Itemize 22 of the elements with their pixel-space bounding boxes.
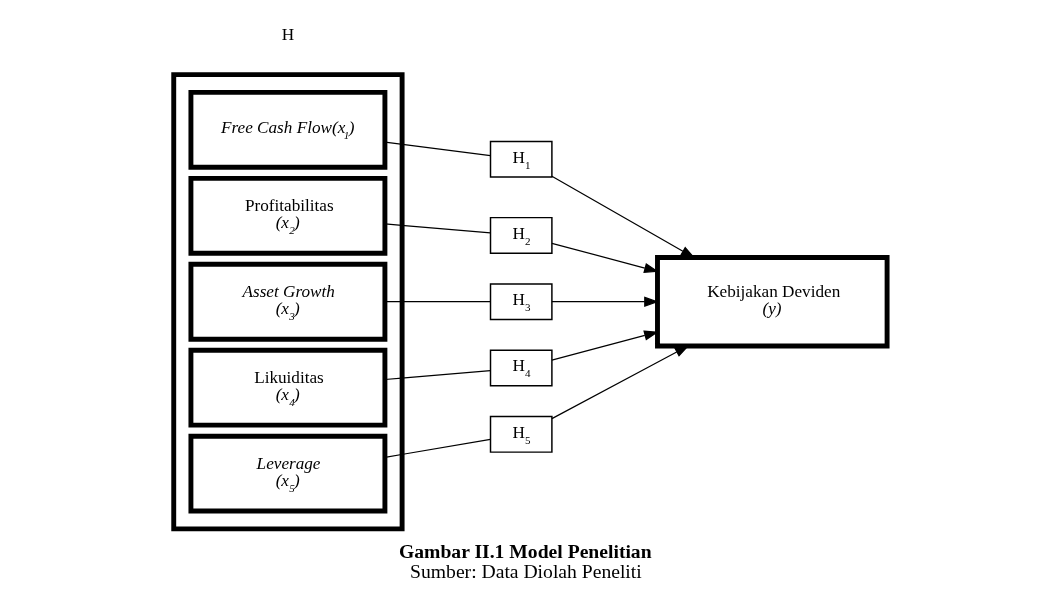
connector — [384, 301, 492, 303]
node-box: Kebijakan Deviden (y) — [655, 255, 890, 349]
node-box: Asset Growth (x$_{3}$) — [188, 261, 388, 342]
node-box: Profitabilitas (x$_{2}$) — [188, 175, 388, 256]
node-box: H$_{4}$ — [489, 349, 553, 387]
node-box: Free Cash Flow(x$_{1}$) — [188, 89, 388, 170]
arrow — [551, 296, 659, 307]
label: H — [281, 24, 295, 44]
node-box: H$_{5}$ — [489, 415, 553, 453]
node-box: Leverage (x$_{5}$) — [188, 433, 388, 514]
connector — [384, 141, 492, 157]
arrow — [551, 330, 659, 361]
connector — [384, 438, 492, 458]
node-box: H$_{1}$ — [489, 140, 553, 178]
node-box: H$_{2}$ — [489, 216, 553, 254]
cluster — [171, 72, 405, 532]
arrow — [551, 242, 659, 273]
connector — [384, 369, 492, 381]
connector — [384, 223, 492, 234]
node-box: H$_{3}$ — [489, 283, 553, 321]
node-box: Likuiditas (x$_{4}$) — [188, 347, 388, 428]
arrow — [551, 345, 690, 420]
